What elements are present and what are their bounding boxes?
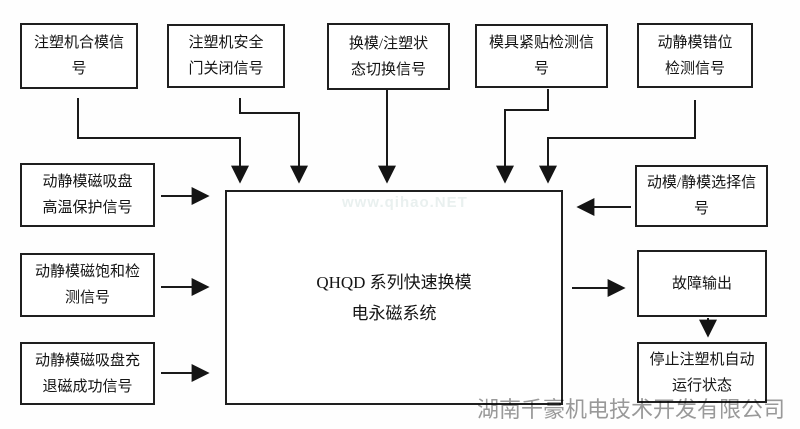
watermark-company-name: 湖南千豪机电技术开发有限公司 [477, 397, 786, 422]
box-label-line: 门关闭信号 [188, 61, 264, 77]
box-label-line: 停止注塑机自动 [649, 351, 755, 368]
box-label-line: 高温保护信号 [42, 200, 133, 216]
system-title-line: 电永磁系统 [351, 303, 437, 323]
box-system-core: QHQD 系列快速换模 电永磁系统 [225, 190, 563, 405]
box-magnetic-saturation-detection-signal: 动静模磁饱和检 测信号 [20, 253, 155, 317]
box-stop-imm-auto-run: 停止注塑机自动 运行状态 [637, 342, 767, 403]
box-label-line: 故障输出 [671, 275, 732, 292]
watermark-site-url: www.qihao.NET [342, 194, 468, 211]
system-title-line: QHQD 系列快速换模 [316, 272, 472, 292]
box-label-line: 检测信号 [664, 60, 725, 77]
box-label-line: 态切换信号 [350, 61, 426, 78]
box-movable-static-mold-select-signal: 动模/静模选择信 号 [635, 165, 768, 227]
box-mold-contact-detection-signal: 模具紧贴检测信 号 [475, 24, 608, 88]
box-label-line: 运行状态 [671, 377, 732, 394]
box-label-line: 换模/注塑状 [348, 35, 429, 52]
box-label-line: 号 [533, 61, 549, 77]
box-label-line: 注塑机安全 [188, 35, 264, 51]
box-fault-output: 故障输出 [637, 250, 767, 317]
box-label-line: 号 [693, 201, 709, 217]
box-chuck-overtemp-protection-signal: 动静模磁吸盘 高温保护信号 [20, 163, 155, 227]
box-imm-clamping-signal: 注塑机合模信 号 [20, 23, 138, 89]
arrow-mold-contact-to-system [496, 89, 549, 184]
box-label-line: 模具紧贴检测信 [488, 35, 594, 51]
box-label-line: 动静模磁饱和检 [34, 264, 140, 280]
arrow-safety-door-to-system [239, 98, 308, 184]
box-label-line: 退磁成功信号 [42, 378, 133, 395]
box-label-line: 动静模错位 [657, 34, 733, 51]
box-mold-misalignment-detection-signal: 动静模错位 检测信号 [637, 23, 753, 88]
box-label-line: 号 [71, 61, 87, 77]
box-mag-demag-success-signal: 动静模磁吸盘充 退磁成功信号 [20, 342, 155, 405]
box-safety-door-closed-signal: 注塑机安全 门关闭信号 [167, 24, 285, 88]
box-label-line: 测信号 [64, 290, 110, 306]
arrow-misalignment-to-system [539, 100, 696, 184]
box-label-line: 动静模磁吸盘充 [34, 352, 140, 369]
box-label-line: 注塑机合模信 [33, 35, 124, 51]
box-label-line: 动静模磁吸盘 [42, 174, 133, 190]
box-label-line: 动模/静模选择信 [646, 175, 757, 191]
arrow-clamping-signal-to-system [77, 98, 249, 184]
box-mode-switch-signal: 换模/注塑状 态切换信号 [327, 23, 450, 90]
